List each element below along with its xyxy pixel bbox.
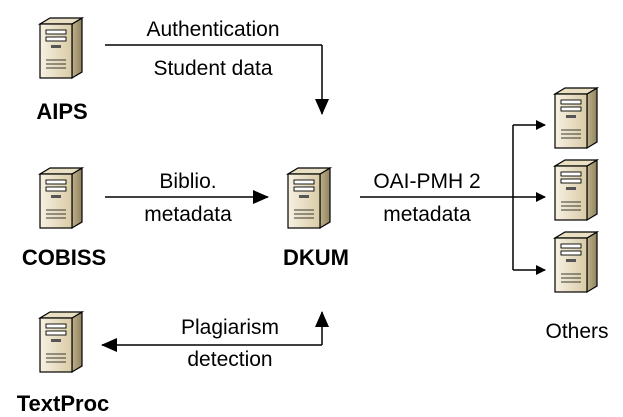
node-label-textproc: TextProc [16,391,110,416]
edge-aips-dkum [105,44,329,115]
node-label-dkum: DKUM [283,245,349,270]
aips-server-icon [39,17,83,79]
edge-label-authentication: Authentication [146,18,280,41]
textproc-server-icon [39,311,83,373]
node-label-others: Others [545,320,609,343]
edge-dkum-others [360,120,546,275]
edge-label-detection: detection [187,348,273,371]
others-server-icon-2 [554,159,598,221]
edge-label-metadata-cobiss: metadata [144,203,232,226]
edge-label-metadata-oai: metadata [383,203,471,226]
others-server-icon-3 [554,231,598,293]
dkum-server-icon [287,167,331,229]
edge-label-plagiarism: Plagiarism [180,316,280,339]
edge-label-oai-pmh: OAI-PMH 2 [373,170,481,193]
edge-label-student-data: Student data [153,57,273,80]
edge-label-biblio: Biblio. [159,170,217,193]
cobiss-server-icon [39,167,83,229]
edge-dkum-textproc [101,311,329,352]
others-server-icon-1 [554,87,598,149]
node-label-cobiss: COBISS [21,245,107,270]
node-label-aips: AIPS [36,99,88,124]
